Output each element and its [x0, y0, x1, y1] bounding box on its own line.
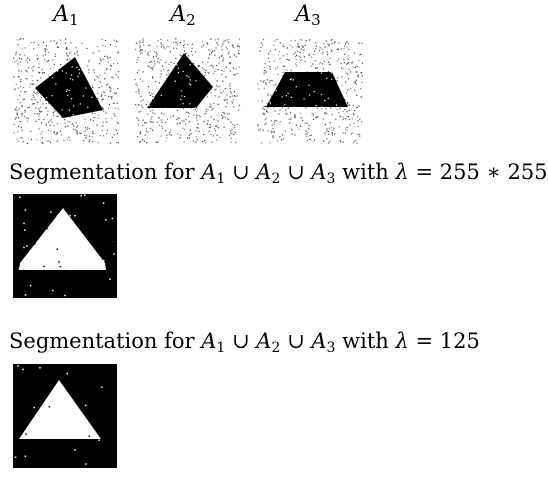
input-image-a1: [13, 38, 120, 144]
dark-shape-a3: [266, 72, 348, 107]
dark-shape-a1: [35, 57, 103, 118]
mask-bottom-band-1: [19, 263, 106, 270]
mask-triangle-2: [19, 380, 101, 439]
mask-triangle-1: [20, 208, 105, 263]
segmentation-caption-1: Segmentation for A1 ∪ A2 ∪ A3 with λ = 2…: [9, 160, 548, 187]
dark-shape-a2: [147, 53, 213, 108]
segmentation-mask-2: [13, 364, 117, 468]
input-image-a3: [257, 38, 363, 144]
panel-label-a1: A1: [53, 2, 79, 29]
panel-label-a2: A2: [170, 2, 196, 29]
segmentation-mask-1: [13, 194, 117, 298]
segmentation-caption-2: Segmentation for A1 ∪ A2 ∪ A3 with λ = 1…: [9, 329, 480, 356]
input-image-a2: [134, 38, 241, 144]
panel-label-a3: A3: [295, 2, 321, 29]
